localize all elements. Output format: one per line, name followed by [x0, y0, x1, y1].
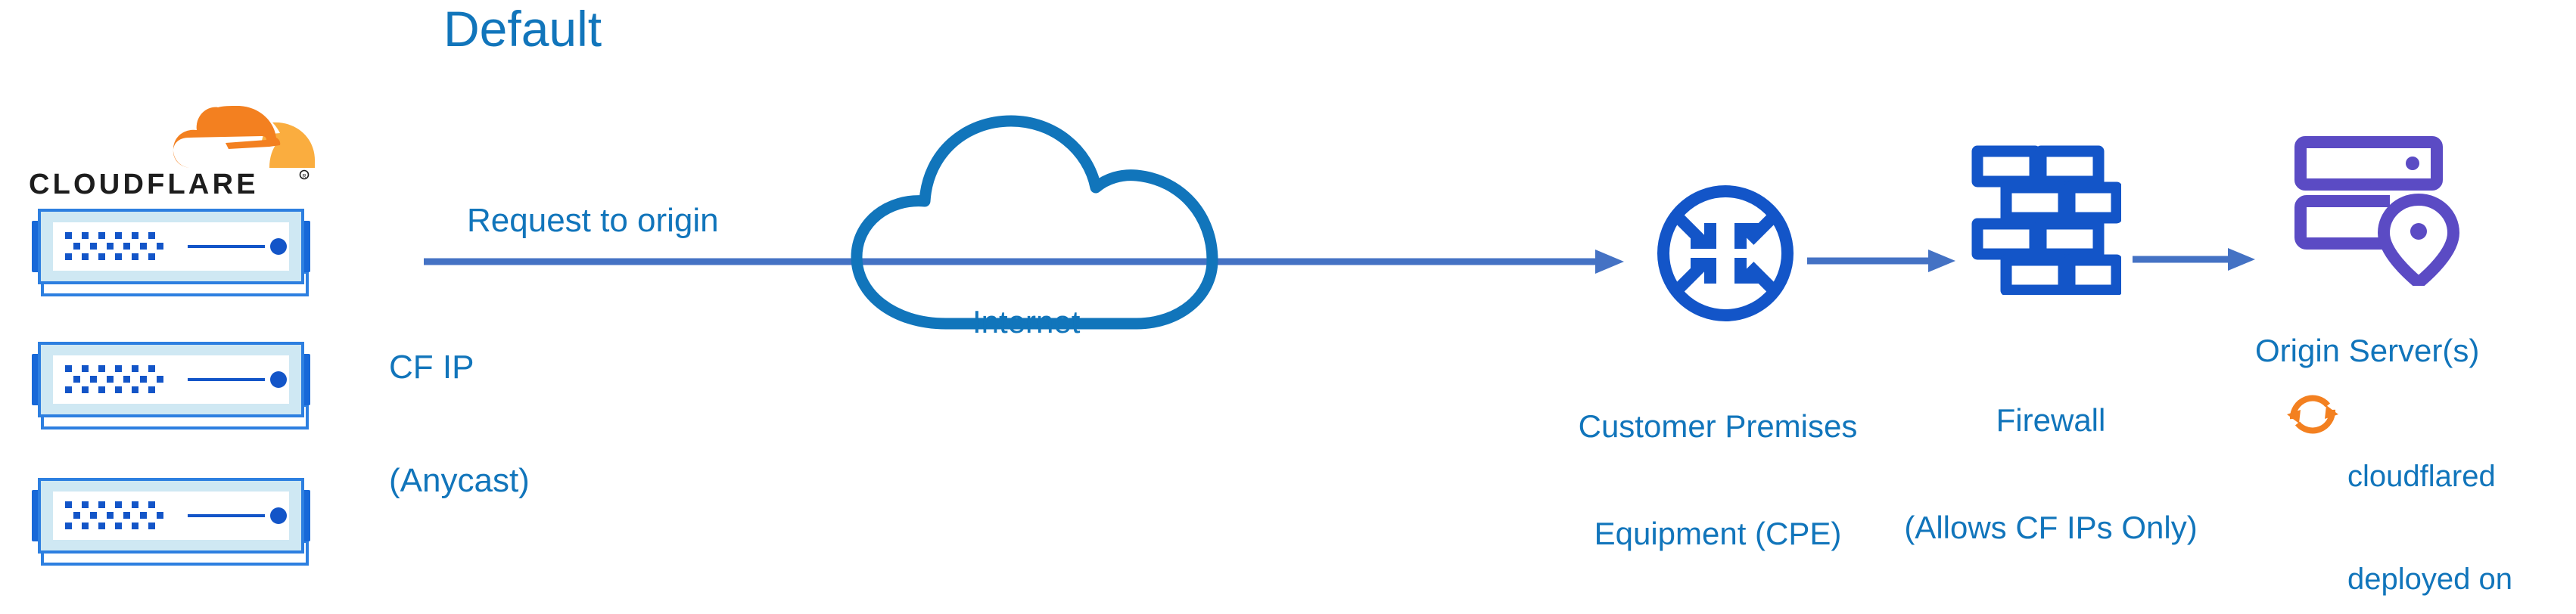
brick-wall-icon: [1970, 144, 2123, 299]
cloudflare-server-1: [26, 206, 344, 304]
label-firewall-line1: Firewall: [1996, 402, 2106, 438]
cloudflare-server-3: [26, 475, 344, 573]
cloudflare-cloud-mark: [173, 104, 316, 173]
label-firewall-line2: (Allows CF IPs Only): [1904, 510, 2198, 546]
cloudflare-logo: CLOUDFLARE R: [29, 104, 331, 203]
cloud-icon: [840, 106, 1249, 336]
label-cf-ip-line1: CF IP: [389, 349, 474, 386]
page-title: Default: [443, 1, 602, 57]
label-cf-ip-line2: (Anycast): [389, 461, 530, 499]
label-cf-ip-anycast: CF IP (Anycast): [389, 274, 530, 575]
router-four-arrows-icon: [1642, 178, 1809, 333]
label-cloudflared-line2: deployed on: [2347, 562, 2512, 596]
cloudflare-server-2: [26, 339, 344, 437]
arrow-edge-to-cpe: [424, 247, 1635, 281]
server-rack-location-pin-icon: [2293, 135, 2475, 290]
label-cpe-line1: Customer Premises: [1578, 408, 1858, 444]
svg-text:CLOUDFLARE: CLOUDFLARE: [29, 169, 259, 200]
label-cpe-line2: Equipment (CPE): [1594, 516, 1842, 552]
label-cloudflared-deployed: cloudflared deployed on servers: [2347, 392, 2512, 614]
label-origin-server: Origin Server(s): [2255, 333, 2480, 368]
arrow-cpe-to-firewall: [1807, 247, 1966, 278]
label-firewall: Firewall (Allows CF IPs Only): [1892, 330, 2210, 614]
label-internet: Internet: [972, 304, 1081, 340]
label-cloudflared-line1: cloudflared: [2347, 460, 2496, 494]
cloudflare-wordmark: CLOUDFLARE R: [29, 168, 316, 206]
label-request-to-origin: Request to origin: [467, 202, 719, 239]
arrow-firewall-to-origin: [2133, 246, 2284, 277]
label-customer-premises-equipment: Customer Premises Equipment (CPE): [1559, 336, 1877, 614]
sync-circular-arrows-icon: [2284, 386, 2341, 447]
svg-text:R: R: [302, 174, 306, 179]
